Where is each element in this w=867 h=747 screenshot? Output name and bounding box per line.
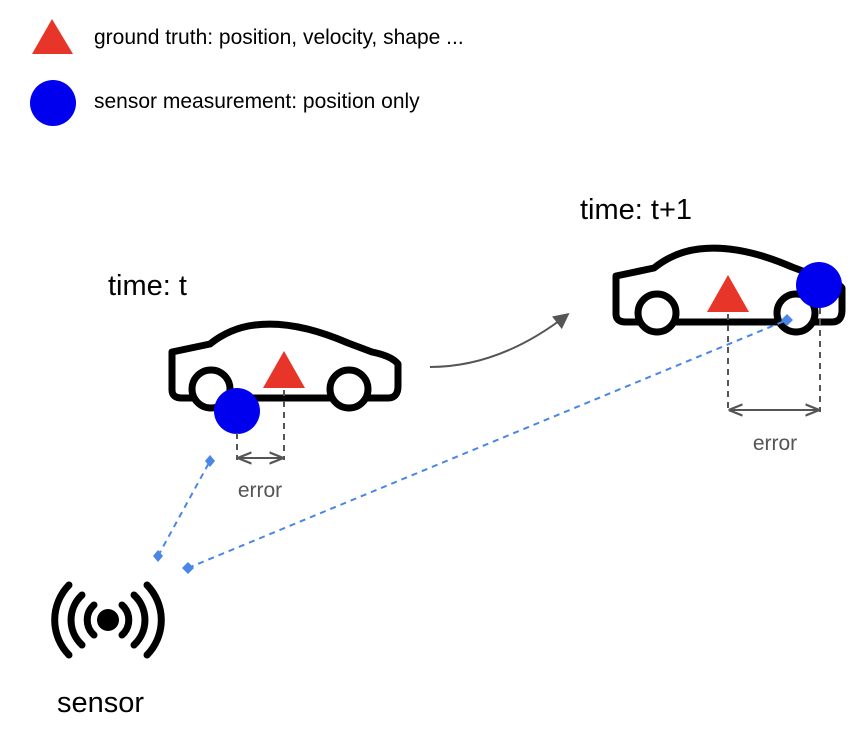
time-t1-label: time: t+1 xyxy=(580,194,692,226)
legend: ground truth: position, velocity, shape … xyxy=(30,19,464,126)
measurement-dot-t xyxy=(214,388,260,434)
error-label-t1: error xyxy=(753,432,797,455)
car-wheel-front-t1 xyxy=(634,290,680,336)
sensor-label: sensor xyxy=(57,687,144,719)
ground-truth-triangle-t1 xyxy=(707,275,749,312)
measurement-dot-t1 xyxy=(796,262,842,308)
measurement-legend-label: sensor measurement: position only xyxy=(94,90,420,113)
error-label-t: error xyxy=(238,479,282,502)
measurement-legend-dot xyxy=(30,80,76,126)
motion-arrow xyxy=(429,313,570,368)
ground-truth-triangle-t xyxy=(263,351,305,388)
time-t-label: time: t xyxy=(108,270,187,302)
car-time-t xyxy=(168,320,402,434)
sensor-ray-t xyxy=(153,455,215,562)
ground-truth-legend-label: ground truth: position, velocity, shape … xyxy=(94,26,464,49)
error-dimension-t: error xyxy=(236,390,285,502)
ground-truth-legend-triangle xyxy=(32,19,73,54)
error-dimension-t1: error xyxy=(727,308,821,455)
car-wheel-rear-t xyxy=(326,366,372,412)
sensor-icon xyxy=(51,581,165,659)
sensor-ray-t1 xyxy=(182,314,793,574)
